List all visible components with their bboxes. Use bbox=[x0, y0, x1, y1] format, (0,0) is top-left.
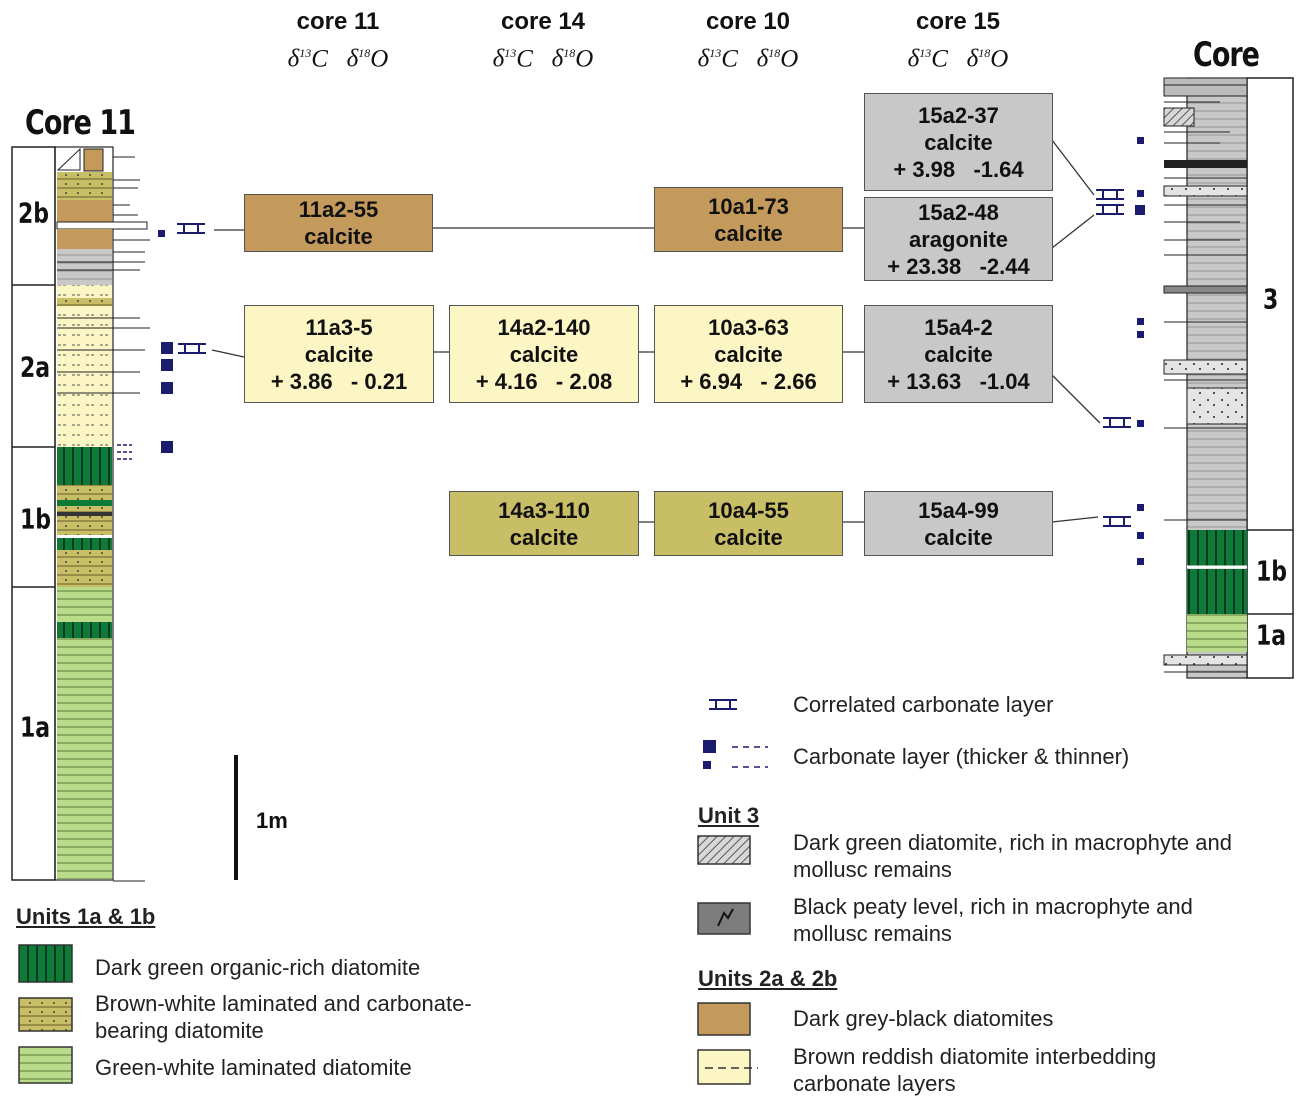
legend-units2-heading: Units 2a & 2b bbox=[698, 966, 838, 991]
isotope-labels: δ13C δ18O bbox=[287, 45, 389, 73]
header-core-10: core 10 δ13C δ18O bbox=[648, 8, 848, 74]
legend-unit3-hatched-label: Dark green diatomite, rich in macrophyte… bbox=[793, 830, 1232, 882]
legend-correlated-label: Correlated carbonate layer bbox=[793, 692, 1054, 717]
sample-id: 11a2-55 bbox=[298, 197, 379, 222]
sample-id: 10a4-55 bbox=[708, 497, 789, 523]
core-15-unit-1a: 1a bbox=[1256, 620, 1287, 653]
legend-unit3-peaty-label: Black peaty level, rich in macrophyte an… bbox=[793, 894, 1193, 946]
scale-label: 1m bbox=[256, 808, 288, 833]
sample-id: 15a2-37 bbox=[918, 102, 999, 128]
sample-mineral: calcite bbox=[714, 220, 783, 246]
sample-mineral: calcite bbox=[304, 341, 374, 367]
correlation-lines bbox=[211, 139, 1101, 523]
sample-id: 10a3-63 bbox=[708, 314, 789, 340]
core-11-unit-1b: 1b bbox=[20, 504, 52, 537]
core-15-unit-3: 3 bbox=[1263, 284, 1279, 317]
sample-box-15a2-48: 15a2-48 aragonite + 23.38 -2.44 bbox=[864, 197, 1053, 281]
sample-id: 15a2-48 bbox=[918, 199, 999, 225]
header-core-11: core 11 δ13C δ18O bbox=[238, 8, 438, 74]
core-11-unit-1a: 1a bbox=[20, 712, 51, 745]
sample-mineral: calcite bbox=[304, 224, 373, 249]
sample-box-14a3-110: 14a3-110 calcite bbox=[449, 491, 639, 556]
sample-mineral: calcite bbox=[924, 341, 993, 367]
header-title: core 15 bbox=[915, 8, 1001, 35]
legend-units2-dark-label: Dark grey-black diatomites bbox=[793, 1006, 1054, 1031]
header-title: core 11 bbox=[296, 8, 380, 35]
isotope-labels: δ13C δ18O bbox=[907, 45, 1009, 73]
sample-box-14a2-140: 14a2-140 calcite + 4.16 - 2.08 bbox=[449, 305, 639, 403]
sample-values: + 13.63 -1.04 bbox=[887, 368, 1030, 394]
isotope-labels: δ13C δ18O bbox=[492, 45, 594, 73]
sample-id: 14a2-140 bbox=[497, 314, 591, 340]
sample-id: 11a3-5 bbox=[305, 314, 373, 340]
sample-box-15a4-99: 15a4-99 calcite bbox=[864, 491, 1053, 556]
header-title: core 10 bbox=[705, 8, 791, 35]
legend-units1-green-white-label: Green-white laminated diatomite bbox=[95, 1055, 412, 1080]
sample-mineral: aragonite bbox=[908, 226, 1009, 252]
core-11-column bbox=[11, 146, 150, 882]
sample-mineral: calcite bbox=[714, 341, 783, 367]
sample-box-10a4-55: 10a4-55 calcite bbox=[654, 491, 843, 556]
legend-units2-brown-label: Brown reddish diatomite interbedding car… bbox=[793, 1044, 1157, 1096]
core-11-title: Core 11 bbox=[25, 104, 136, 143]
sample-values: + 23.38 -2.44 bbox=[887, 253, 1030, 279]
legend-units1-dark-green-label: Dark green organic-rich diatomite bbox=[95, 955, 421, 980]
sample-id: 14a3-110 bbox=[498, 497, 590, 523]
header-core-15: core 15 δ13C δ18O bbox=[858, 8, 1058, 74]
sample-mineral: calcite bbox=[714, 524, 783, 550]
legend-units1-heading: Units 1a & 1b bbox=[16, 904, 156, 929]
core-11-carbonate-markers bbox=[117, 223, 207, 460]
sample-box-11a3-5: 11a3-5 calcite + 3.86 - 0.21 bbox=[244, 305, 434, 403]
sample-values: + 3.86 - 0.21 bbox=[270, 368, 408, 394]
header-core-14: core 14 δ13C δ18O bbox=[443, 8, 643, 74]
core-11-unit-2b: 2b bbox=[18, 198, 50, 231]
sample-box-10a1-73: 10a1-73 calcite bbox=[654, 187, 843, 252]
sample-mineral: calcite bbox=[924, 129, 993, 155]
legend-units1-brown-white-label: Brown-white laminated and carbonate-bear… bbox=[95, 991, 472, 1043]
sample-id: 15a4-99 bbox=[918, 497, 999, 523]
sample-mineral: calcite bbox=[509, 341, 579, 367]
isotope-labels: δ13C δ18O bbox=[697, 45, 799, 73]
core-15-carbonate-markers bbox=[1095, 137, 1145, 565]
core-15-column bbox=[1163, 77, 1294, 679]
header-title: core 14 bbox=[500, 8, 586, 35]
core-15-unit-1b: 1b bbox=[1256, 556, 1288, 589]
sample-box-15a2-37: 15a2-37 calcite + 3.98 -1.64 bbox=[864, 93, 1053, 191]
legend-symbols bbox=[18, 699, 768, 1085]
sample-values: + 4.16 - 2.08 bbox=[475, 368, 613, 394]
sample-box-15a4-2: 15a4-2 calcite + 13.63 -1.04 bbox=[864, 305, 1053, 403]
sample-box-11a2-55: 11a2-55 calcite bbox=[244, 194, 433, 252]
sample-mineral: calcite bbox=[924, 524, 993, 550]
sample-box-10a3-63: 10a3-63 calcite + 6.94 - 2.66 bbox=[654, 305, 843, 403]
core-11-unit-2a: 2a bbox=[20, 352, 51, 385]
sample-id: 15a4-2 bbox=[924, 314, 993, 340]
legend-unit3-heading: Unit 3 bbox=[698, 803, 760, 828]
sample-mineral: calcite bbox=[509, 524, 579, 550]
sample-id: 10a1-73 bbox=[708, 193, 789, 219]
sample-values: + 3.98 -1.64 bbox=[893, 156, 1024, 182]
legend-carbonate-label: Carbonate layer (thicker & thinner) bbox=[793, 744, 1130, 769]
sample-values: + 6.94 - 2.66 bbox=[680, 368, 817, 394]
